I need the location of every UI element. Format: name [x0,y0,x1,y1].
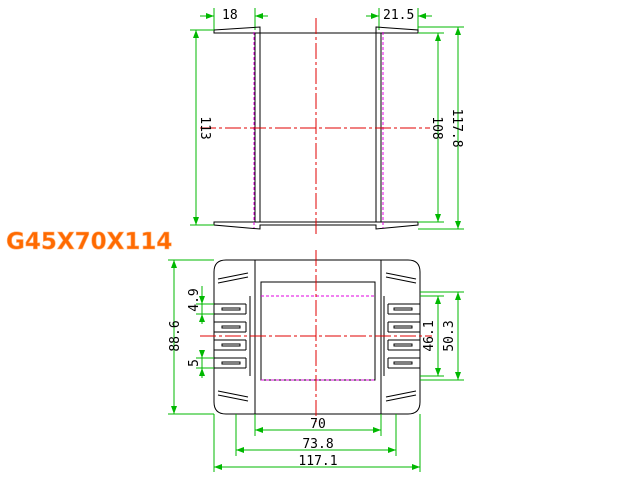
bottom-view: 88.6 4.9 5 46.1 50.3 70 [168,250,464,472]
dim-pin-pitch-bottom: 5 [187,359,202,367]
top-view: 18 21.5 113 1 [190,8,464,236]
part-number-title: G45X70X114 [6,229,172,255]
dim-inner-height: 108 [429,116,444,139]
dim-window-outer: 50.3 [442,320,457,351]
dim-window-inner: 46.1 [422,320,437,351]
dim-width-mid: 73.8 [302,437,333,452]
dim-flange-left: 18 [222,8,238,23]
dim-width-inner: 70 [310,417,326,432]
dim-overall-height-left: 113 [197,116,212,139]
dim-overall-height-right: 117.8 [449,108,464,147]
dim-flange-right: 21.5 [383,8,414,23]
dim-pin-pitch-top: 4.9 [187,288,202,311]
dim-height-left: 88.6 [168,320,183,351]
dim-width-overall: 117.1 [298,454,337,469]
